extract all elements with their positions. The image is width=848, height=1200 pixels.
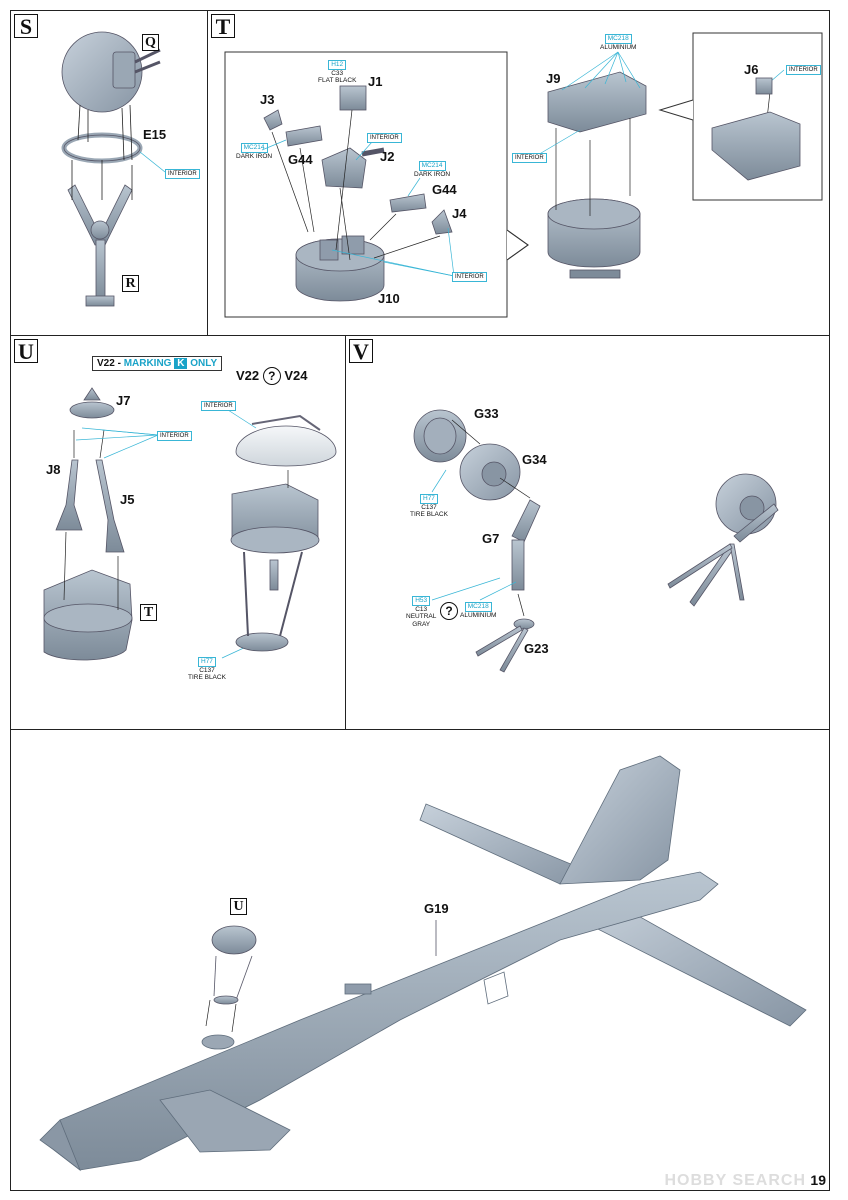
interior-tag-t3: INTERIOR: [512, 153, 547, 163]
part-g34: [459, 443, 521, 501]
interior-tag-t2: INTERIOR: [452, 272, 487, 282]
question-icon-v: ?: [440, 602, 458, 620]
step-t-label: T: [211, 14, 235, 39]
marking-prefix: V22 -: [97, 358, 124, 369]
part-j8: [55, 459, 83, 531]
label-g33: G33: [474, 406, 499, 421]
label-g19: G19: [424, 901, 449, 916]
step-s-label: S: [14, 14, 38, 39]
part-j1: [339, 85, 367, 111]
part-g23: [475, 618, 535, 673]
page-number: 19: [810, 1172, 826, 1188]
part-j2: [321, 147, 385, 189]
upper-turret-assembly: [230, 483, 320, 652]
part-j7: [69, 387, 115, 419]
interior-tag-u2: INTERIOR: [201, 401, 236, 411]
ref-q: Q: [142, 34, 159, 51]
aircraft-b17: [39, 755, 807, 1172]
marking-word: MARKING: [123, 358, 172, 369]
label-g23: G23: [524, 641, 549, 656]
label-j5: J5: [120, 492, 135, 507]
ref-r: R: [122, 275, 139, 292]
part-j5: [95, 459, 125, 553]
assembled-wheel: [667, 473, 779, 607]
label-e15: E15: [143, 127, 167, 142]
panel-bottom: [10, 729, 830, 1191]
part-g33: [413, 409, 467, 463]
label-j1: J1: [368, 74, 383, 89]
label-v22-v24: V22 ? V24: [236, 367, 308, 385]
label-g7: G7: [482, 531, 500, 546]
label-j10: J10: [378, 291, 400, 306]
interior-tag-u1: INTERIOR: [157, 431, 192, 441]
label-v22: V22: [236, 368, 260, 383]
label-j2: J2: [380, 149, 395, 164]
label-j4: J4: [452, 206, 467, 221]
ref-t: T: [140, 604, 157, 621]
part-j3: [263, 109, 283, 131]
interior-tag-t1: INTERIOR: [367, 133, 402, 143]
assembly-t-u: [43, 569, 133, 661]
step-v-label: V: [349, 339, 373, 364]
part-g44a: [285, 125, 323, 147]
label-j6: J6: [744, 62, 759, 77]
interior-tag-s: INTERIOR: [165, 169, 200, 179]
question-icon: ?: [262, 367, 281, 385]
marking-note: V22 - MARKING K ONLY: [92, 356, 223, 371]
label-g44a: G44: [288, 152, 313, 167]
label-j3: J3: [260, 92, 275, 107]
dome-v22: [235, 414, 337, 467]
marking-suffix: ONLY: [190, 358, 218, 369]
step-u-label: U: [14, 339, 38, 364]
label-g34: G34: [522, 452, 547, 467]
label-v24: V24: [284, 368, 308, 383]
part-j6-assembly: [711, 77, 801, 181]
label-j8: J8: [46, 462, 61, 477]
mount-r: [67, 184, 133, 307]
interior-tag-t4: INTERIOR: [786, 65, 821, 75]
marking-letter: K: [174, 358, 188, 369]
label-j7: J7: [116, 393, 131, 408]
label-g44b: G44: [432, 182, 457, 197]
label-j9: J9: [546, 71, 561, 86]
part-g7: [511, 499, 541, 591]
part-g44b: [389, 193, 427, 213]
small-upper-turret: [211, 925, 257, 1005]
assembly-j9: [547, 71, 647, 279]
ball-turret: [61, 31, 161, 113]
part-j4: [431, 209, 453, 235]
assembly-j10: [295, 235, 385, 302]
ring-e15: [61, 132, 143, 164]
watermark: HOBBY SEARCH: [664, 1172, 806, 1189]
ref-u: U: [230, 898, 247, 915]
